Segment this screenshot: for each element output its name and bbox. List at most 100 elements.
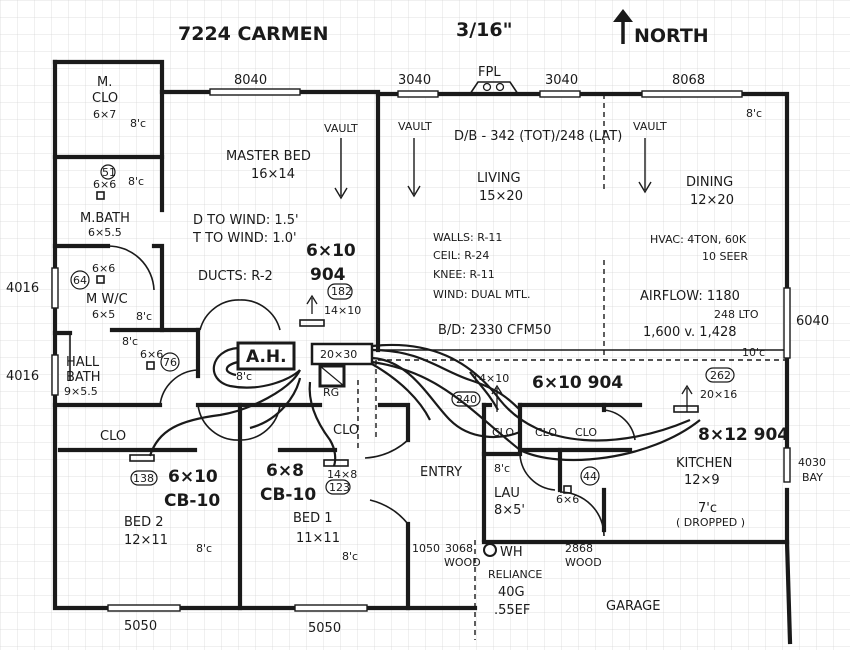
kitchen-cfm: 262 (710, 369, 731, 382)
ceiling-r-value: CEIL: R-24 (433, 249, 489, 262)
north-arrow-icon (613, 9, 633, 44)
master-wc-cfm: 64 (73, 274, 87, 287)
water-heater-gallons: 40G (498, 585, 525, 600)
garage-label: GARAGE (606, 599, 660, 614)
bed1-register-size: 14×8 (327, 468, 357, 481)
kitchen-dropped-label: ( DROPPED ) (676, 516, 745, 529)
master-bath-name: M.BATH (80, 211, 130, 226)
room-divider-lines (357, 94, 787, 640)
hall-bath-cfm: 76 (163, 356, 177, 369)
window-4016-upper-label: 4016 (6, 281, 39, 296)
hall-bath-size: 9×5.5 (64, 385, 98, 398)
living-size: 15×20 (479, 189, 523, 204)
master-bath-fan-size: 6×6 (93, 178, 116, 191)
master-wc-fan-size: 6×6 (92, 262, 115, 275)
closet-2-label: CLO (535, 426, 557, 439)
window-type: WIND: DUAL MTL. (433, 288, 531, 301)
hall-bath-name: HALL (66, 355, 100, 370)
laundry-cfm-circle (580, 466, 600, 486)
door-3068-wood-label: WOOD (444, 556, 481, 569)
bed1-cfm-oval (325, 479, 351, 495)
hall-bath-ceiling: 8'c (122, 335, 138, 348)
interior-walls (52, 91, 643, 611)
bed2-cfm-oval (130, 470, 158, 486)
bed2-supply-size: 6×10 (168, 467, 218, 487)
hvac-capacity: HVAC: 4TON, 60K (650, 233, 747, 246)
airflow-lto: 248 LTO (714, 308, 759, 321)
return-grille-label: RG (323, 386, 339, 399)
dining-size: 12×20 (690, 193, 734, 208)
laundry-fan-size: 6×6 (556, 493, 579, 506)
knee-r-value: KNEE: R-11 (433, 268, 495, 281)
master-closet-size: 6×7 (93, 108, 116, 121)
air-handler-ceiling: 8'c (236, 370, 252, 383)
return-grille-size: 20×30 (320, 348, 357, 361)
blower-door-result: B/D: 2330 CFM50 (438, 323, 551, 338)
living-register-arrow-icon (491, 384, 503, 412)
dining-vault-arrow-icon (638, 138, 652, 194)
bed1-boot-label: CB-10 (260, 485, 316, 505)
master-register-arrow-icon (299, 294, 325, 327)
window-3040-left-label: 3040 (398, 73, 431, 88)
bed1-name: BED 1 (293, 511, 333, 526)
bed2-size: 12×11 (124, 533, 168, 548)
walls-r-value: WALLS: R-11 (433, 231, 502, 244)
hvac-seer: 10 SEER (702, 250, 748, 263)
return-plenum-box (310, 342, 374, 366)
kitchen-supply-label: 8×12 904 (698, 425, 789, 445)
window-symbols (51, 81, 791, 612)
bed1-supply-size: 6×8 (266, 461, 304, 481)
air-handler-unit (236, 341, 296, 371)
master-bed-name: MASTER BED (226, 149, 311, 164)
dining-ceiling: 8'c (746, 107, 762, 120)
laundry-size: 8×5' (494, 503, 525, 518)
master-wc-fan-icon (96, 275, 105, 284)
hall-bath-cfm-circle (160, 352, 180, 372)
living-cfm: 240 (456, 393, 477, 406)
laundry-name: LAU (494, 486, 520, 501)
north-label: NORTH (634, 25, 709, 47)
master-register-size: 14×10 (324, 304, 361, 317)
kitchen-name: KITCHEN (676, 456, 732, 471)
master-closet-label-2: CLO (92, 91, 118, 106)
window-8040-label: 8040 (234, 73, 267, 88)
laundry-cfm: 44 (583, 470, 597, 483)
bed2-name: BED 2 (124, 515, 164, 530)
laundry-ceiling: 8'c (494, 462, 510, 475)
kitchen-register-size: 20×16 (700, 388, 737, 401)
master-wc-size: 6×5 (92, 308, 115, 321)
master-supply-boot: 904 (310, 265, 346, 285)
master-bath-ceiling: 8'c (128, 175, 144, 188)
living-name: LIVING (477, 171, 521, 186)
water-heater-icon (483, 543, 497, 557)
window-6040-label: 6040 (796, 314, 829, 329)
window-4016-lower-label: 4016 (6, 369, 39, 384)
fireplace-label: FPL (478, 65, 501, 80)
hall-bath-name-2: BATH (66, 370, 101, 385)
master-wc-name: M W/C (86, 292, 128, 307)
dining-name: DINING (686, 175, 733, 190)
flex-duct-runs (148, 343, 701, 467)
living-cfm-oval (451, 391, 481, 407)
water-heater-ef: .55EF (494, 603, 530, 618)
window-1050-label: 1050 (412, 542, 440, 555)
door-2868-wood-label: WOOD (565, 556, 602, 569)
bed1-ceiling: 8'c (342, 550, 358, 563)
living-vault-arrow-icon (407, 138, 421, 198)
master-cfm: 182 (331, 285, 352, 298)
window-3040-right-label: 3040 (545, 73, 578, 88)
living-vault-label: VAULT (398, 120, 432, 133)
master-vault-arrow-icon (334, 138, 348, 200)
airflow-label: AIRFLOW: 1180 (640, 289, 740, 304)
master-ducts-label: DUCTS: R-2 (198, 269, 273, 284)
master-bath-cfm-circle (100, 164, 116, 180)
master-supply-size: 6×10 (306, 241, 356, 261)
master-t-to-wind: T TO WIND: 1.0' (192, 231, 297, 246)
air-handler-label: A.H. (246, 347, 287, 367)
dining-vault-label: VAULT (633, 120, 667, 133)
bay-label: BAY (802, 471, 823, 484)
laundry-fan-icon (563, 485, 572, 494)
master-vault-label: VAULT (324, 122, 358, 135)
hall-bath-fan-icon (146, 361, 155, 370)
kitchen-cfm-oval (705, 367, 735, 383)
